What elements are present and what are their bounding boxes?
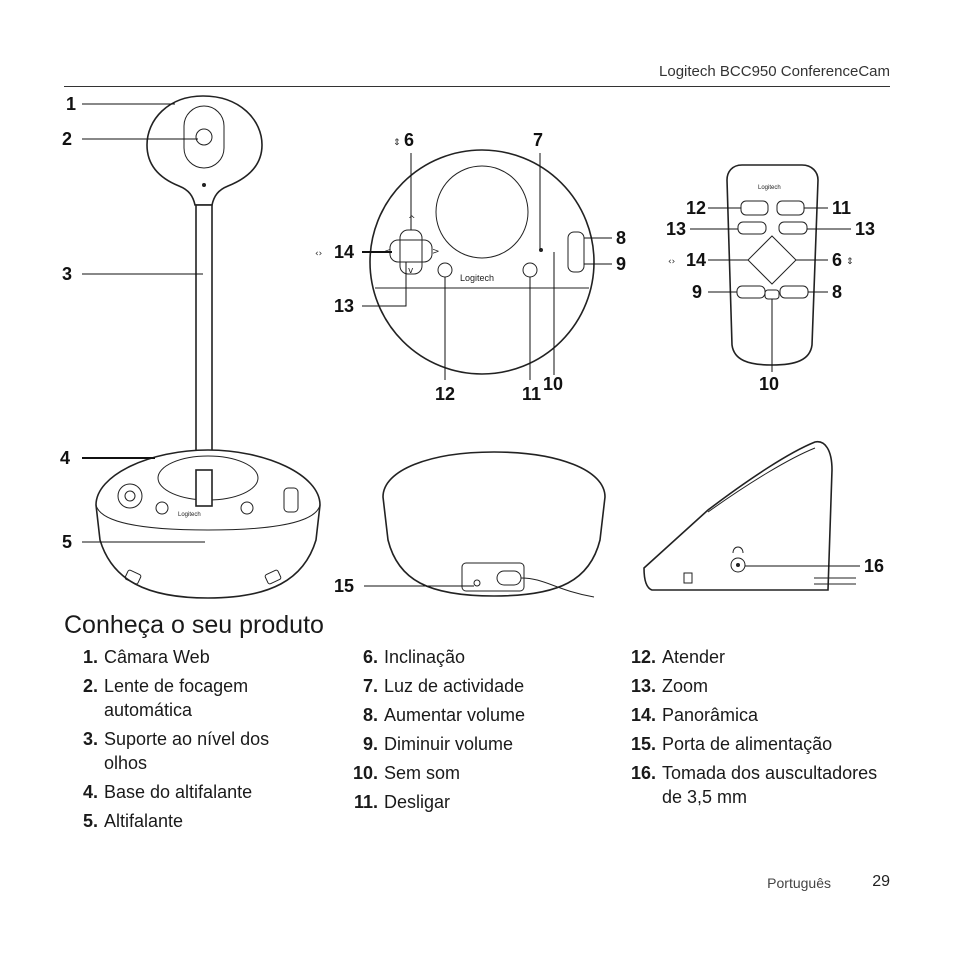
page-number: 29 [872,873,890,890]
callout-r-10: 10 [759,374,779,394]
header-rule [64,86,890,87]
part-item: 16.Tomada dos auscultadores de 3,5 mm [630,763,878,807]
part-item: 9.Diminuir volume [362,734,514,754]
camera-head [146,95,263,206]
svg-text:⇕: ⇕ [846,257,854,267]
tilt-arrows-icon: ⇕ [393,138,401,148]
part-item: 12.Atender [630,647,726,667]
callout-top-12: 12 [435,384,455,404]
rear-port-panel [461,562,525,592]
header-title: Logitech BCC950 ConferenceCam [659,63,890,80]
part-item: 15.Porta de alimentação [630,734,833,754]
part-item: 4.Base do altifalante [82,782,253,802]
callout-4: 4 [60,448,70,468]
base-answer-button-icon [155,501,169,515]
callout-top-13: 13 [334,296,354,316]
section-title: Conheça o seu produto [64,611,324,639]
callout-r-12: 12 [686,198,706,218]
callout-3: 3 [62,264,72,284]
base-top-camera-ring [435,165,529,259]
base-hangup-button-icon [240,501,254,515]
camera-lens-icon [195,128,213,146]
parts-list-column-1: 1.Câmara Web 2.Lente de focagem automáti… [70,645,300,838]
base-rear-view-illustration [382,451,606,598]
base-top-view-illustration: ^ v < > Logitech [369,149,595,375]
parts-list-column-2: 6.Inclinação 7.Luz de actividade 8.Aumen… [350,645,590,819]
callout-r-6: 6 [832,250,842,270]
base-side-view-illustration [643,441,856,591]
footer-language: Português [767,875,831,891]
part-item: 11.Desligar [353,792,451,812]
remote-dpad [747,235,797,285]
part-item: 10.Sem som [352,763,461,783]
callout-top-11: 11 [522,384,541,404]
callout-top-7: 7 [533,130,543,150]
base-logo: Logitech [178,512,201,518]
side-cable [814,577,856,585]
callout-r-8: 8 [832,282,842,302]
camera-lens-window [183,105,225,169]
callout-top-6: 6 [404,130,414,150]
top-logo: Logitech [460,273,494,283]
callout-r-9: 9 [692,282,702,302]
callout-1: 1 [66,94,76,114]
callout-r-13b: 13 [855,219,875,239]
power-port-icon [473,579,481,587]
camera-led-icon [202,183,206,187]
svg-text:‹›: ‹› [668,257,675,267]
base-top-outline [369,149,595,375]
part-item: 3.Suporte ao nível dos olhos [82,729,270,773]
top-volume-icon [567,231,585,273]
headphone-symbol-icon [732,546,744,554]
base-control-pad [117,483,143,509]
callout-top-14: 14 [334,242,354,262]
remote-zoom-in-icon [737,221,767,235]
product-diagram: Logitech 1 2 3 4 5 ^ v < > Logitech 6 ⇕ … [60,94,884,599]
callout-16: 16 [864,556,884,576]
callout-top-8: 8 [616,228,626,248]
callout-r-14: 14 [686,250,706,270]
pan-arrows-icon: ‹› [315,249,322,259]
part-item: 7.Luz de actividade [362,676,525,696]
part-item: 14.Panorâmica [630,705,759,725]
part-item: 8.Aumentar volume [362,705,526,725]
callout-5: 5 [62,532,72,552]
callout-2: 2 [62,129,72,149]
camera-stand-illustration: Logitech [95,95,321,599]
power-cable [520,577,595,598]
remote-zoom-out-icon [778,221,808,235]
svg-text:>: > [432,247,440,257]
headphone-jack-icon [730,557,746,573]
callout-r-13a: 13 [666,219,686,239]
part-item: 1.Câmara Web [82,647,210,667]
parts-list-column-3: 12.Atender 13.Zoom 14.Panorâmica 15.Port… [628,645,888,814]
callout-r-11: 11 [832,198,851,218]
svg-text:v: v [408,266,414,276]
callout-top-9: 9 [616,254,626,274]
part-item: 13.Zoom [630,676,709,696]
side-outline [643,441,833,591]
rear-outline [382,451,606,597]
part-item: 6.Inclinação [362,647,466,667]
part-item: 2.Lente de focagem automática [82,676,249,720]
callout-top-10: 10 [543,374,563,394]
part-item: 5.Altifalante [82,811,184,831]
callout-15: 15 [334,576,354,596]
svg-text:^: ^ [408,215,416,225]
base-volume-button-icon [283,487,299,513]
remote-logo: Logitech [758,185,781,191]
